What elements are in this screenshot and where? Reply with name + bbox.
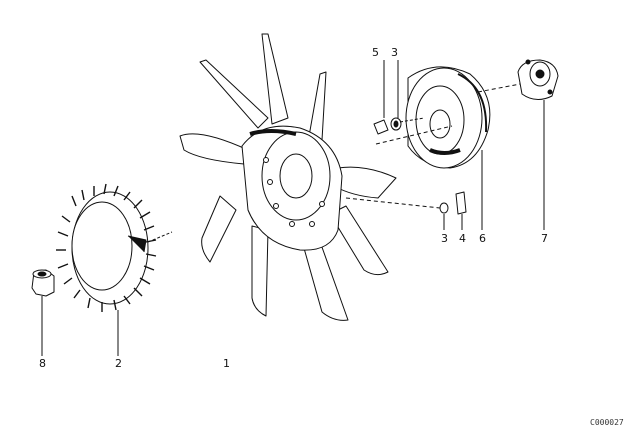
upper-bolt [373,117,425,135]
fan-blade-assembly [179,33,397,321]
fan-blade [199,59,269,129]
lower-bolt [345,191,467,215]
callout-4: 4 [459,232,466,245]
clutch-nut [31,269,55,297]
callout-7: 7 [541,232,548,245]
fan-blade [261,33,289,125]
callout-8: 8 [39,357,46,370]
callout-2: 2 [115,357,122,370]
pulley [375,66,491,169]
fan-blade [329,205,389,276]
fan-blade [333,166,397,199]
fan-blade [179,133,249,165]
callout-5: 5 [372,46,379,59]
drawing-reference-code: C000027 [590,418,624,427]
fan-blade [201,195,237,263]
fan-clutch [56,183,173,312]
fan-blade [299,233,349,321]
callout-3-lower: 3 [441,232,448,245]
callout-6: 6 [479,232,486,245]
callout-1: 1 [223,357,230,370]
shaft-flange [477,59,559,100]
fan-blade [307,71,327,143]
leader-lines [41,60,545,356]
callout-3-upper: 3 [391,46,398,59]
fan-hub [241,125,343,251]
fan-blade [251,225,269,317]
